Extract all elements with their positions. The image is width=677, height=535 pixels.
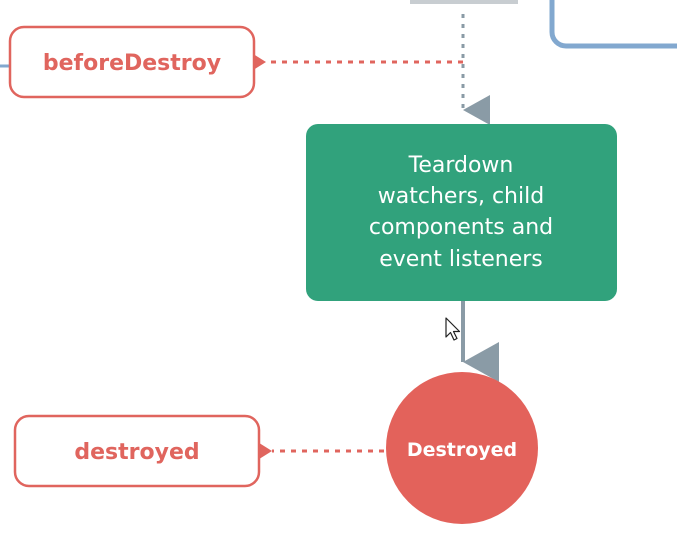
before-destroy-hook: beforeDestroy: [8, 25, 256, 99]
teardown-line-2: watchers, child: [378, 184, 544, 209]
destroyed-state: Destroyed: [386, 372, 538, 524]
destroyed-hook: destroyed: [13, 414, 261, 488]
destroyed-state-label: Destroyed: [407, 439, 517, 461]
cropped-top-label: [410, 0, 518, 4]
cursor-icon: [445, 317, 461, 341]
previous-step-box: [549, 0, 677, 49]
teardown-line-1: Teardown: [408, 153, 514, 178]
teardown-line-4: event listeners: [379, 247, 543, 272]
before-destroy-label: beforeDestroy: [43, 51, 221, 76]
teardown-process-box: Teardown watchers, child components and …: [306, 124, 617, 301]
destroyed-hook-label: destroyed: [74, 440, 199, 465]
teardown-line-3: components and: [369, 215, 553, 240]
